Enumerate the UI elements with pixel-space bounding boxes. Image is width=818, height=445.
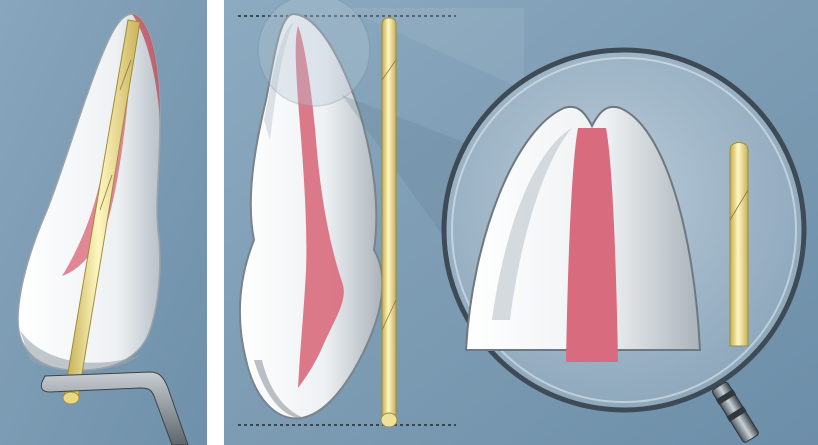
magnified-post: [730, 143, 748, 347]
apex-highlight-circle: [258, 0, 370, 106]
post-shaft: [382, 18, 396, 420]
gold-post-standalone: [381, 18, 397, 427]
right-panel: [224, 0, 818, 445]
magnified-post-tip: [730, 143, 748, 347]
post-end: [63, 392, 79, 404]
right-illustration: [224, 0, 818, 445]
left-panel: [0, 0, 207, 445]
left-illustration: [0, 0, 207, 445]
post-end: [381, 413, 397, 427]
